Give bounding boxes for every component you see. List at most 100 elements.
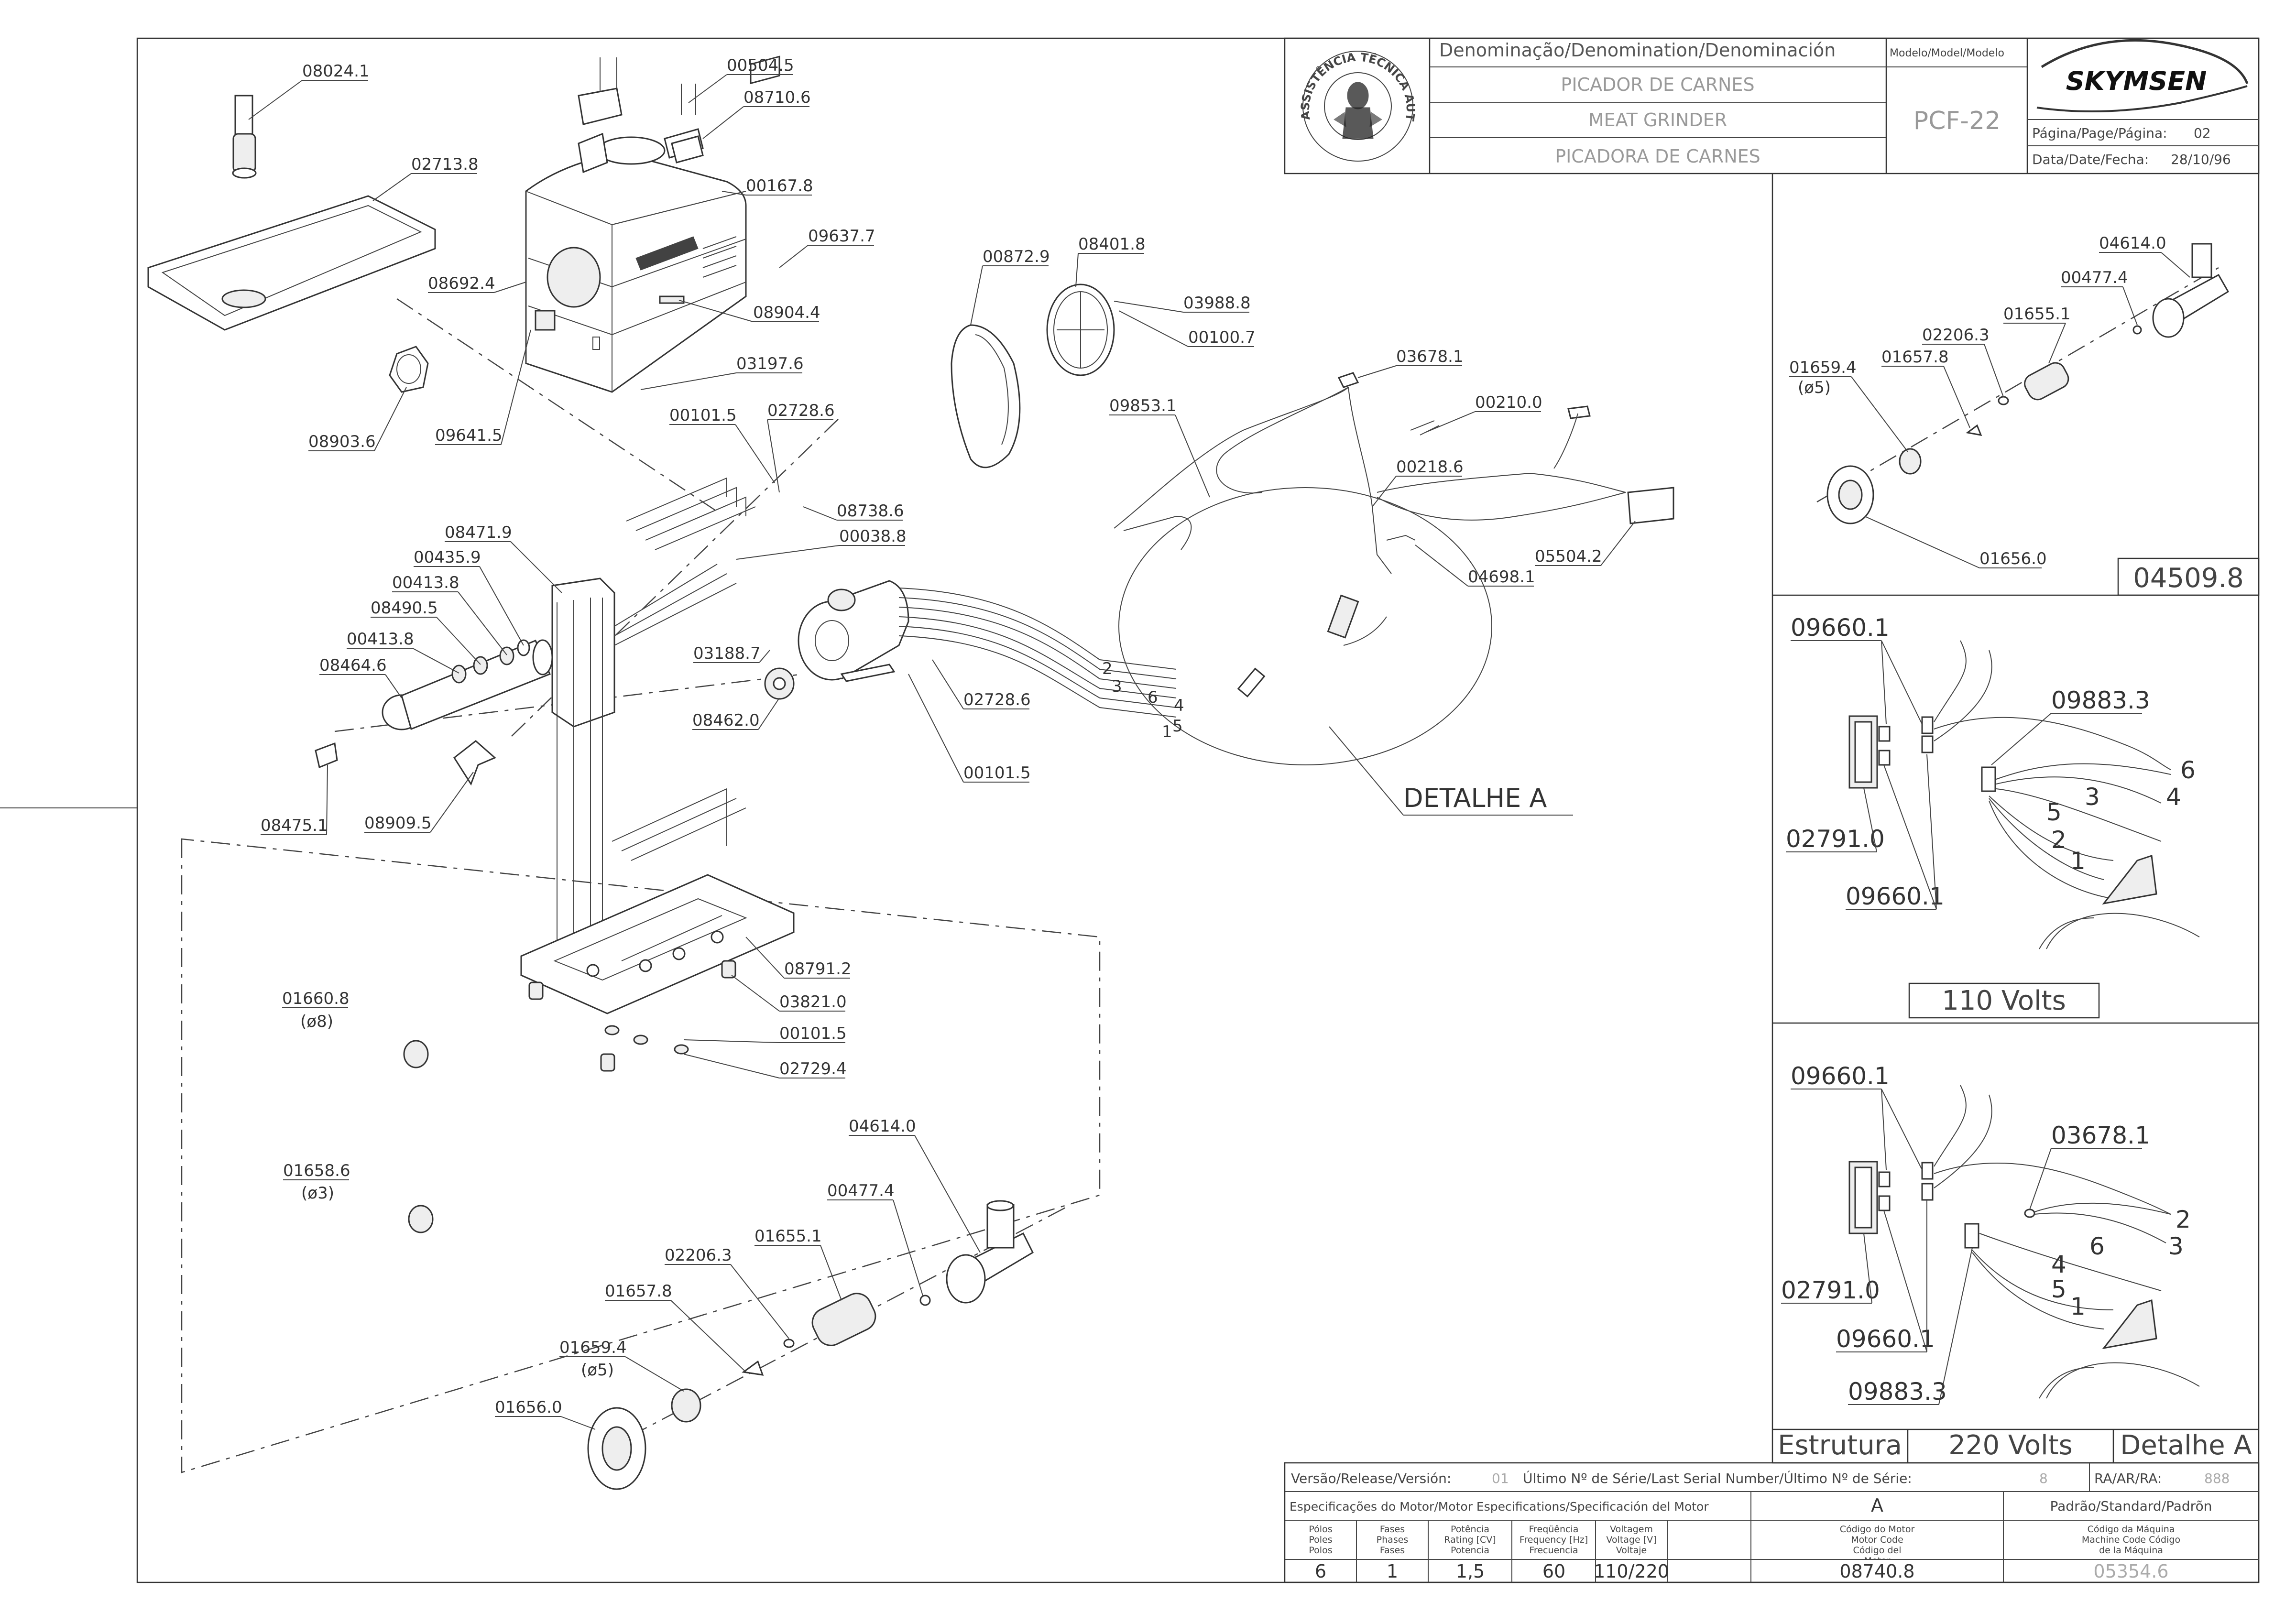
name-en: MEAT GRINDER xyxy=(1588,109,1727,131)
v110-wire-2: 2 xyxy=(2051,826,2066,854)
part-00435-9: 00435.9 xyxy=(414,548,481,567)
part-09641-5: 09641.5 xyxy=(435,426,503,445)
belt-and-pulley xyxy=(951,283,1115,468)
power-value: 1,5 xyxy=(1456,1561,1485,1582)
right-top-labels: 04614.0 00477.4 01655.1 02206.3 01657.8 … xyxy=(1789,234,2190,568)
part-03988-8: 03988.8 xyxy=(1183,294,1251,313)
part-03821-0: 03821.0 xyxy=(779,992,847,1012)
v110-wire-1: 1 xyxy=(2070,847,2086,875)
part-08462-0: 08462.0 xyxy=(692,711,760,730)
name-pt: PICADOR DE CARNES xyxy=(1561,74,1754,95)
part-09853-1: 09853.1 xyxy=(1109,396,1177,415)
part-00413-8-a: 00413.8 xyxy=(392,573,459,592)
part-04698-1: 04698.1 xyxy=(1468,567,1535,587)
part-00101-5-a: 00101.5 xyxy=(669,406,737,425)
motor-housing xyxy=(525,57,747,393)
part-03197-6: 03197.6 xyxy=(736,354,804,373)
part-08791-2: 08791.2 xyxy=(784,959,852,979)
part-00100-7: 00100.7 xyxy=(1188,328,1256,347)
motor-version: A xyxy=(1871,1495,1883,1516)
v110-09660-d: 09660.1 xyxy=(1846,882,1945,910)
poles-value: 6 xyxy=(1315,1561,1326,1582)
v110-09883: 09883.3 xyxy=(2051,686,2150,714)
authorized-service-seal: ASSISTÊNCIA TÉCNICA AUTORIZADA xyxy=(0,0,1417,162)
v220-wire-6: 6 xyxy=(2089,1232,2105,1260)
motor-spec-table: Versão/Release/Versión: 01 Último Nº de … xyxy=(1284,1462,2260,1583)
release-label: Versão/Release/Versión: xyxy=(1291,1471,1451,1486)
lock-ring xyxy=(389,346,429,393)
part-01656-0: 01656.0 xyxy=(495,1398,562,1417)
detalhe-a-label: Detalhe A xyxy=(2120,1430,2252,1461)
rt-04614: 04614.0 xyxy=(2099,234,2166,253)
col-machine-code: Código da Máquina Machine Code Código de… xyxy=(2081,1524,2181,1556)
part-00210-0: 00210.0 xyxy=(1475,393,1542,412)
part-01657-8: 01657.8 xyxy=(605,1282,672,1301)
wiring-110v: 09660.1 09883.3 02791.0 09660.1 6 3 4 5 … xyxy=(1786,614,2200,1019)
part-00872-9: 00872.9 xyxy=(983,247,1050,266)
serial-label: Último Nº de Série/Last Serial Number/Úl… xyxy=(1523,1470,1912,1486)
svg-text:ASSISTÊNCIA TÉCNICA AUTORIZADA: ASSISTÊNCIA TÉCNICA AUTORIZADA xyxy=(0,0,1417,122)
col-phases: Fases Phases Fases xyxy=(1376,1524,1409,1556)
main-wire-1: 1 xyxy=(1162,722,1172,741)
name-es: PICADORA DE CARNES xyxy=(1555,146,1760,167)
v110-wire-3: 3 xyxy=(2085,783,2100,811)
part-02713-8: 02713.8 xyxy=(411,155,479,174)
drawing-frame xyxy=(136,37,2260,1583)
part-02728-6-a: 02728.6 xyxy=(767,401,835,420)
part-dia8: (ø8) xyxy=(300,1012,333,1031)
part-08490-5: 08490.5 xyxy=(371,599,438,618)
col-motor-code: Código do Motor Motor Code Código del Mo… xyxy=(1839,1524,1915,1559)
date-label: Data/Date/Fecha: xyxy=(2032,152,2149,167)
rt-dia5: (ø5) xyxy=(1798,378,1831,397)
grinder-head-mini xyxy=(1816,243,2230,524)
rt-01657: 01657.8 xyxy=(1881,348,1949,367)
detail-wire-numbers: 2 3 6 4 5 1 xyxy=(1102,659,1184,741)
v220-09660-a: 09660.1 xyxy=(1791,1062,1890,1090)
part-00218-6: 00218.6 xyxy=(1396,457,1464,477)
part-08401-8: 08401.8 xyxy=(1078,235,1146,254)
part-08903-6: 08903.6 xyxy=(308,432,376,451)
base-plate xyxy=(520,874,795,1072)
v110-09660-a: 09660.1 xyxy=(1791,614,1890,642)
rt-01655: 01655.1 xyxy=(2003,305,2071,324)
feed-tray xyxy=(147,195,436,331)
page-value: 02 xyxy=(2194,125,2211,141)
rt-00477: 00477.4 xyxy=(2061,268,2128,287)
v220-wire-4: 4 xyxy=(2051,1251,2066,1278)
standard-label: Padrão/Standard/Padrõn xyxy=(2050,1498,2212,1514)
part-08904-4: 08904.4 xyxy=(753,303,820,322)
part-08909-5: 08909.5 xyxy=(364,814,432,833)
model-header: Modelo/Model/Modelo xyxy=(1890,47,2004,59)
part-08692-4: 08692.4 xyxy=(428,274,495,293)
part-08475-1: 08475.1 xyxy=(261,816,328,835)
part-00101-5-c: 00101.5 xyxy=(779,1024,847,1043)
main-frame xyxy=(551,477,756,961)
v220-wire-1: 1 xyxy=(2070,1293,2086,1320)
part-dia3: (ø3) xyxy=(301,1184,334,1203)
ra-label: RA/AR/RA: xyxy=(2094,1471,2162,1486)
part-08024-1: 08024.1 xyxy=(302,62,370,81)
model-code: PCF-22 xyxy=(1913,107,2001,135)
part-03188-7: 03188.7 xyxy=(693,644,761,663)
part-08464-6: 08464.6 xyxy=(319,656,387,675)
v220-03678: 03678.1 xyxy=(2051,1122,2150,1149)
v110-title: 110 Volts xyxy=(1942,985,2066,1016)
part-08710-6: 08710.6 xyxy=(743,88,811,107)
part-09637-7: 09637.7 xyxy=(808,227,875,246)
part-03678-1: 03678.1 xyxy=(1396,347,1464,366)
seal-text: ASSISTÊNCIA TÉCNICA AUTORIZADA xyxy=(0,0,1417,122)
voltage-value: 110/220 xyxy=(1594,1561,1669,1582)
part-00477-4: 00477.4 xyxy=(827,1181,895,1200)
phases-value: 1 xyxy=(1387,1561,1398,1582)
part-01660-8: 01660.8 xyxy=(282,989,350,1008)
part-02729-4: 02729.4 xyxy=(779,1059,847,1078)
estrutura-label: Estrutura xyxy=(1778,1430,1902,1461)
rt-01656: 01656.0 xyxy=(1979,549,2047,568)
part-00038-8: 00038.8 xyxy=(839,527,907,546)
denomination-header: Denominação/Denomination/Denominación xyxy=(1439,40,1836,61)
electric-motor xyxy=(764,580,909,700)
date-value: 28/10/96 xyxy=(2171,152,2231,167)
main-exploded-view: DETALHE A 08024.1 02713.8 08692.4 08903.… xyxy=(147,55,1674,1490)
title-block: ASSISTÊNCIA TÉCNICA AUTORIZADA Denominaç… xyxy=(0,0,2260,174)
frequency-value: 60 xyxy=(1542,1561,1565,1582)
